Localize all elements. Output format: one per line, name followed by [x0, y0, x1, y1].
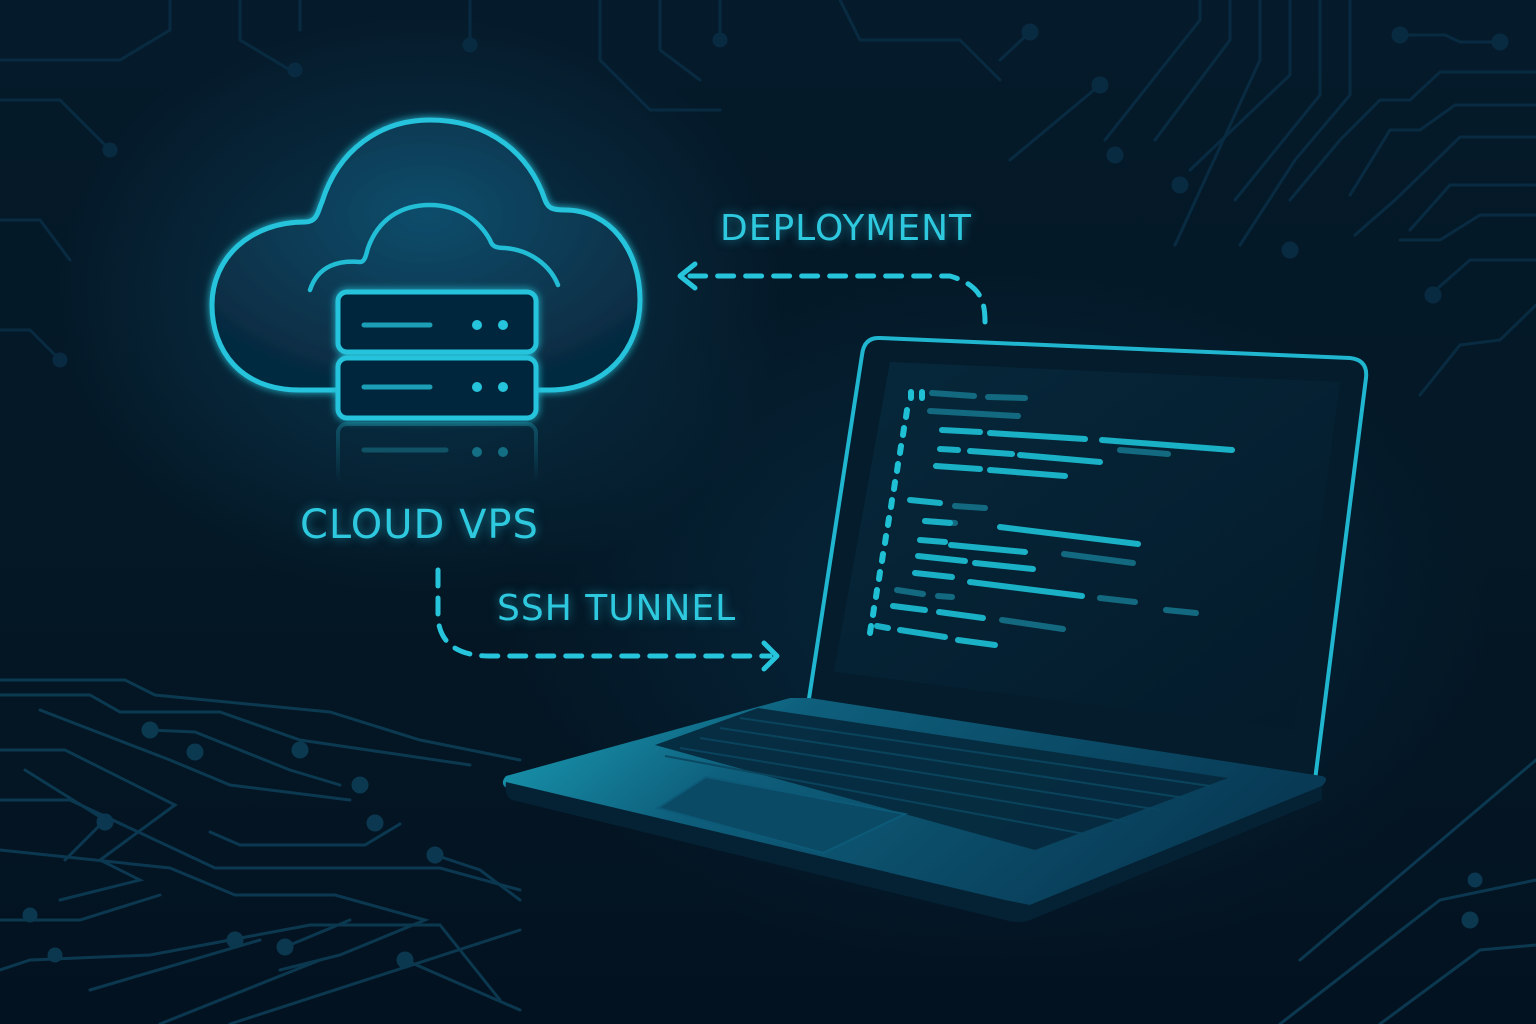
- ssh-tunnel-label: SSH TUNNEL: [497, 588, 737, 629]
- keyboard-keys: [664, 717, 1211, 836]
- dashed-arrow-right-icon: [435, 567, 780, 672]
- laptop-screen: [834, 362, 1340, 730]
- server-reflection: [336, 422, 538, 486]
- dashed-arrow-left-icon: [677, 261, 988, 325]
- cloud-vps-label: CLOUD VPS: [300, 502, 539, 548]
- deployment-label: DEPLOYMENT: [720, 208, 973, 249]
- code-lines: [867, 389, 1235, 648]
- server-stack-icon: [335, 289, 539, 421]
- laptop-trackpad: [655, 775, 909, 855]
